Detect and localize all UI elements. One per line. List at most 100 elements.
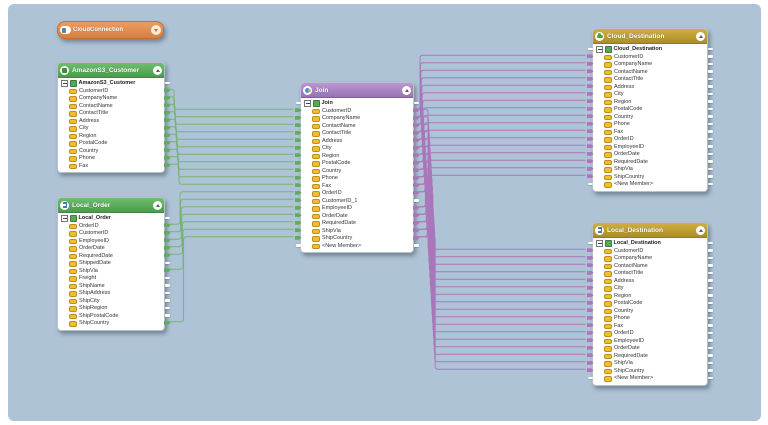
field-row[interactable]: Region (593, 293, 707, 301)
connected-port[interactable] (412, 183, 420, 188)
connection-line[interactable] (169, 198, 294, 233)
connected-port[interactable] (412, 205, 420, 210)
field-row[interactable]: PostalCode (301, 160, 413, 168)
unconnected-port[interactable] (164, 276, 170, 279)
connected-port[interactable] (586, 91, 594, 96)
connected-port[interactable] (412, 228, 420, 233)
field-row[interactable]: Region (301, 153, 413, 161)
unconnected-port[interactable] (707, 301, 713, 304)
connected-port[interactable] (163, 253, 171, 258)
unconnected-port[interactable] (164, 291, 170, 294)
connected-port[interactable] (163, 268, 171, 273)
unconnected-port[interactable] (707, 62, 713, 65)
field-row[interactable]: ContactTitle (593, 270, 707, 278)
connection-line[interactable] (169, 88, 294, 110)
connection-line[interactable] (169, 103, 294, 125)
field-row[interactable]: CompanyName (301, 115, 413, 123)
field-row[interactable]: OrderID (593, 136, 707, 144)
connected-port[interactable] (294, 160, 302, 165)
field-row[interactable]: EmployeeID (593, 338, 707, 346)
connected-port[interactable] (294, 183, 302, 188)
connected-port[interactable] (163, 155, 171, 160)
connection-line[interactable] (418, 174, 586, 238)
field-row[interactable]: ShipCountry (301, 235, 413, 243)
tree-collapse-icon[interactable] (596, 240, 603, 248)
field-row[interactable]: Address (593, 84, 707, 92)
connected-port[interactable] (163, 125, 171, 130)
field-row[interactable]: CompanyName (58, 95, 164, 103)
connected-port[interactable] (294, 145, 302, 150)
unconnected-port[interactable] (707, 279, 713, 282)
unconnected-port[interactable] (707, 339, 713, 342)
connected-port[interactable] (586, 368, 594, 373)
connected-port[interactable] (586, 61, 594, 66)
connection-line[interactable] (169, 236, 294, 323)
connection-line[interactable] (169, 221, 294, 255)
field-row[interactable]: PostalCode (593, 106, 707, 114)
tree-collapse-icon[interactable] (61, 215, 68, 223)
connected-port[interactable] (294, 168, 302, 173)
connection-line[interactable] (418, 159, 586, 223)
field-row[interactable]: Freight (58, 275, 164, 283)
unconnected-port[interactable] (707, 85, 713, 88)
node-header[interactable]: Join (301, 83, 413, 98)
unconnected-port[interactable] (707, 145, 713, 148)
connected-port[interactable] (586, 338, 594, 343)
connected-port[interactable] (412, 123, 420, 128)
field-row[interactable]: <New Member> (593, 181, 707, 189)
field-row[interactable]: Fax (593, 129, 707, 137)
field-row[interactable]: ContactTitle (58, 110, 164, 118)
unconnected-port[interactable] (707, 100, 713, 103)
connected-port[interactable] (294, 235, 302, 240)
connected-port[interactable] (586, 159, 594, 164)
connected-port[interactable] (412, 160, 420, 165)
unconnected-port[interactable] (164, 81, 170, 84)
root-row[interactable]: Cloud_Destination (593, 46, 707, 54)
unconnected-port[interactable] (707, 47, 713, 50)
connected-port[interactable] (294, 153, 302, 158)
unconnected-port[interactable] (707, 264, 713, 267)
connected-port[interactable] (412, 220, 420, 225)
connected-port[interactable] (586, 166, 594, 171)
field-row[interactable]: CompanyName (593, 255, 707, 263)
field-row[interactable]: <New Member> (593, 375, 707, 383)
connection-line[interactable] (417, 69, 586, 125)
root-row[interactable]: AmazonS3_Customer (58, 80, 164, 88)
root-row[interactable]: Join (301, 100, 413, 108)
field-row[interactable]: EmployeeID (58, 238, 164, 246)
tree-collapse-icon[interactable] (304, 100, 311, 108)
connected-port[interactable] (586, 293, 594, 298)
unconnected-port[interactable] (164, 261, 170, 264)
connection-line[interactable] (418, 236, 586, 370)
connection-line[interactable] (418, 161, 586, 303)
connected-port[interactable] (412, 115, 420, 120)
field-row[interactable]: OrderDate (593, 345, 707, 353)
field-row[interactable]: ShipCountry (58, 320, 164, 328)
field-row[interactable]: CustomerID (58, 230, 164, 238)
connected-port[interactable] (163, 133, 171, 138)
field-row[interactable]: Region (58, 133, 164, 141)
connected-port[interactable] (586, 136, 594, 141)
connected-port[interactable] (294, 213, 302, 218)
unconnected-port[interactable] (587, 376, 593, 379)
field-row[interactable]: ContactName (58, 103, 164, 111)
connection-line[interactable] (169, 206, 294, 240)
connected-port[interactable] (586, 106, 594, 111)
field-row[interactable]: OrderID (301, 190, 413, 198)
connection-line[interactable] (169, 141, 294, 163)
connection-line[interactable] (418, 213, 586, 348)
connected-port[interactable] (163, 110, 171, 115)
connected-port[interactable] (294, 220, 302, 225)
field-row[interactable]: Phone (301, 175, 413, 183)
connection-line[interactable] (417, 62, 586, 118)
connection-line[interactable] (418, 206, 586, 340)
field-row[interactable]: Address (301, 138, 413, 146)
field-row[interactable]: Phone (593, 121, 707, 129)
connection-line[interactable] (169, 111, 294, 133)
field-row[interactable]: Country (593, 308, 707, 316)
unconnected-port[interactable] (707, 286, 713, 289)
field-row[interactable]: PostalCode (58, 140, 164, 148)
tree-collapse-icon[interactable] (596, 46, 603, 54)
field-row[interactable]: OrderDate (301, 213, 413, 221)
